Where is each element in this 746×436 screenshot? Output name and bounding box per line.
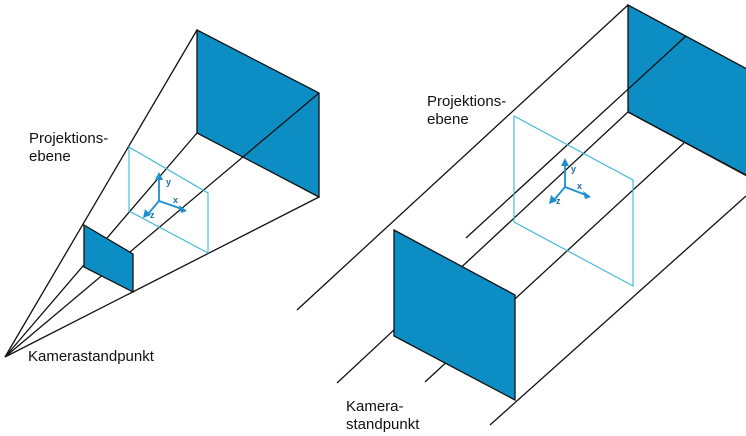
parallel-plane-label: Projektions- ebene bbox=[427, 93, 506, 129]
parallel-box-edge bbox=[489, 195, 746, 426]
parallel-box-edge bbox=[296, 4, 629, 311]
perspective-projection: y x z bbox=[4, 28, 320, 358]
parallel-projection: y x z bbox=[296, 3, 746, 426]
parallel-plane-label-line2: ebene bbox=[427, 111, 469, 128]
parallel-axis-z-label: z bbox=[556, 196, 561, 206]
parallel-plane-label-line1: Projektions- bbox=[427, 93, 507, 110]
parallel-axis-gizmo: y x z bbox=[549, 158, 591, 206]
perspective-axis-y-label: y bbox=[166, 177, 171, 187]
parallel-projection-plane bbox=[513, 115, 634, 287]
perspective-plane-label-line2: ebene bbox=[29, 148, 71, 165]
perspective-axis-z-label: z bbox=[150, 210, 155, 220]
perspective-axis-gizmo: y x z bbox=[143, 172, 187, 220]
parallel-box-edge bbox=[627, 111, 746, 176]
parallel-camera-label: Kamera- standpunkt bbox=[346, 398, 419, 434]
parallel-axis-x-label: x bbox=[577, 181, 582, 191]
perspective-projection-plane bbox=[128, 146, 209, 254]
parallel-camera-label-line1: Kamera- bbox=[346, 398, 404, 415]
perspective-frustum-edge bbox=[4, 92, 320, 358]
parallel-camera-label-line2: standpunkt bbox=[346, 416, 420, 433]
perspective-far-face bbox=[196, 28, 320, 199]
parallel-guide-line bbox=[465, 35, 687, 239]
perspective-plane-label-line1: Projektions- bbox=[29, 130, 109, 147]
parallel-box-edge bbox=[336, 111, 629, 384]
perspective-camera-label: Kamerastandpunkt bbox=[28, 348, 154, 365]
perspective-near-face bbox=[83, 223, 134, 294]
perspective-frustum-edge bbox=[4, 196, 320, 358]
parallel-axis-y-label: y bbox=[571, 164, 576, 174]
perspective-axis-x-label: x bbox=[173, 195, 178, 205]
parallel-near-face bbox=[393, 228, 516, 402]
parallel-far-face bbox=[627, 3, 746, 177]
perspective-frustum-edge bbox=[4, 29, 198, 358]
perspective-plane-label: Projektions- ebene bbox=[29, 130, 108, 166]
